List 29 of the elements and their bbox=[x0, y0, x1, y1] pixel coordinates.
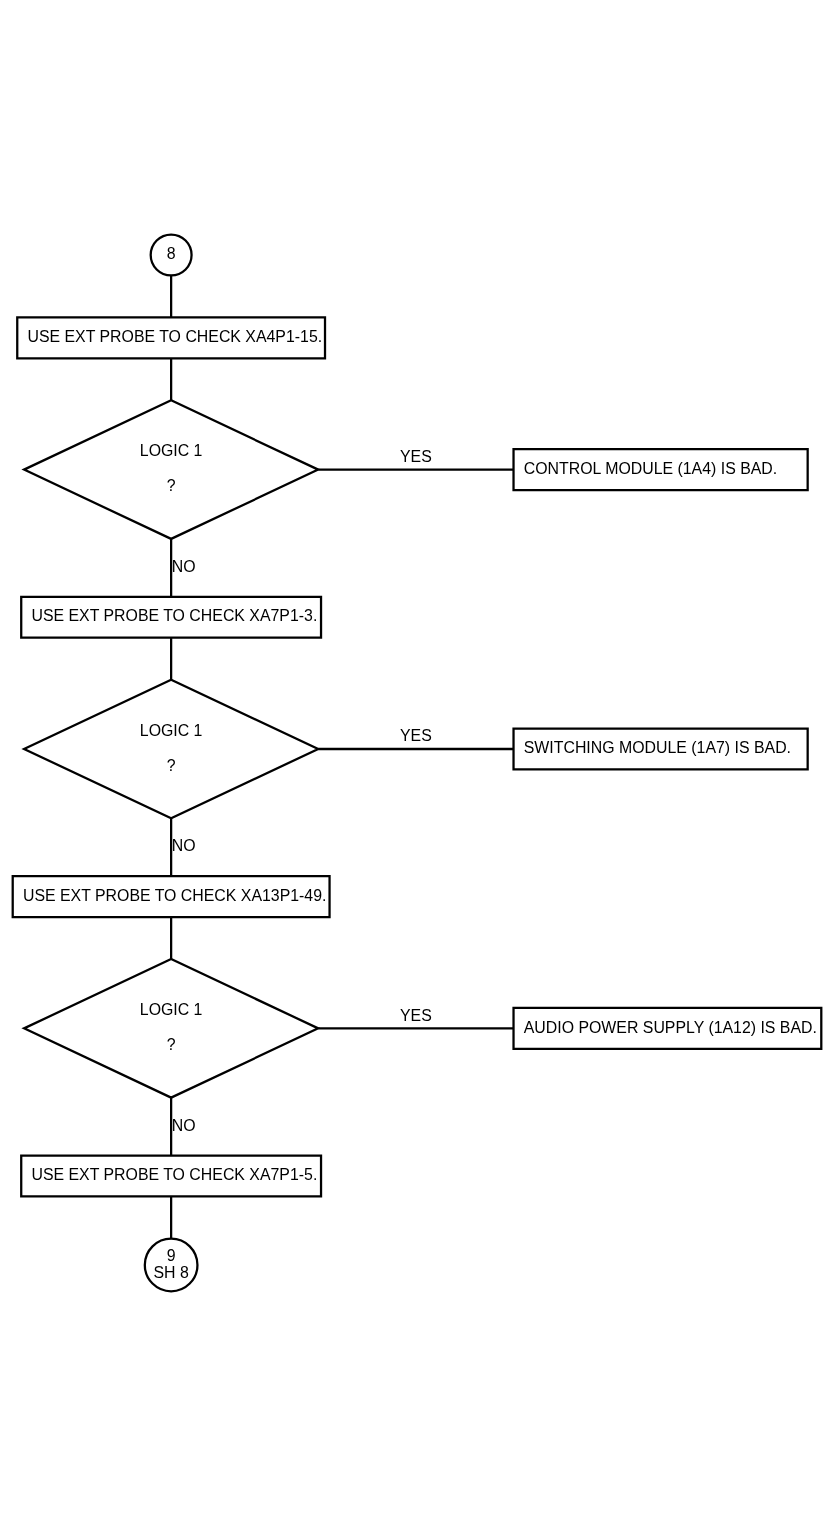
edge-label: NO bbox=[171, 558, 196, 576]
edge-label: YES bbox=[399, 1006, 432, 1024]
node-box: USE EXT PROBE TO CHECK XA7P1-3. bbox=[20, 595, 323, 639]
node-circle: 9 SH 8 bbox=[143, 1237, 199, 1293]
edge-label: YES bbox=[399, 447, 432, 465]
node-circle: 8 bbox=[149, 233, 193, 277]
node-diamond: LOGIC 1 ? bbox=[21, 957, 321, 1099]
connector bbox=[170, 358, 173, 401]
connector bbox=[170, 539, 173, 597]
connector bbox=[318, 747, 514, 751]
edge-label: NO bbox=[171, 1116, 196, 1134]
node-box: SWITCHING MODULE (1A7) IS BAD. bbox=[512, 727, 809, 771]
connector bbox=[318, 468, 514, 471]
node-box: USE EXT PROBE TO CHECK XA13P1-49. bbox=[11, 875, 331, 919]
connector bbox=[170, 917, 173, 959]
connector bbox=[170, 1196, 173, 1239]
node-box: USE EXT PROBE TO CHECK XA7P1-5. bbox=[20, 1154, 323, 1198]
connector bbox=[170, 275, 173, 318]
connector bbox=[318, 1027, 514, 1030]
connector bbox=[170, 818, 173, 877]
node-box: CONTROL MODULE (1A4) IS BAD. bbox=[512, 448, 809, 492]
edge-label: NO bbox=[171, 837, 196, 855]
edge-label: YES bbox=[399, 727, 432, 745]
node-box: USE EXT PROBE TO CHECK XA4P1-15. bbox=[16, 316, 327, 360]
connector bbox=[170, 638, 173, 680]
node-diamond: LOGIC 1 ? bbox=[21, 678, 321, 820]
node-diamond: LOGIC 1 ? bbox=[21, 399, 321, 541]
node-box: AUDIO POWER SUPPLY (1A12) IS BAD. bbox=[512, 1006, 823, 1050]
connector bbox=[170, 1097, 173, 1156]
